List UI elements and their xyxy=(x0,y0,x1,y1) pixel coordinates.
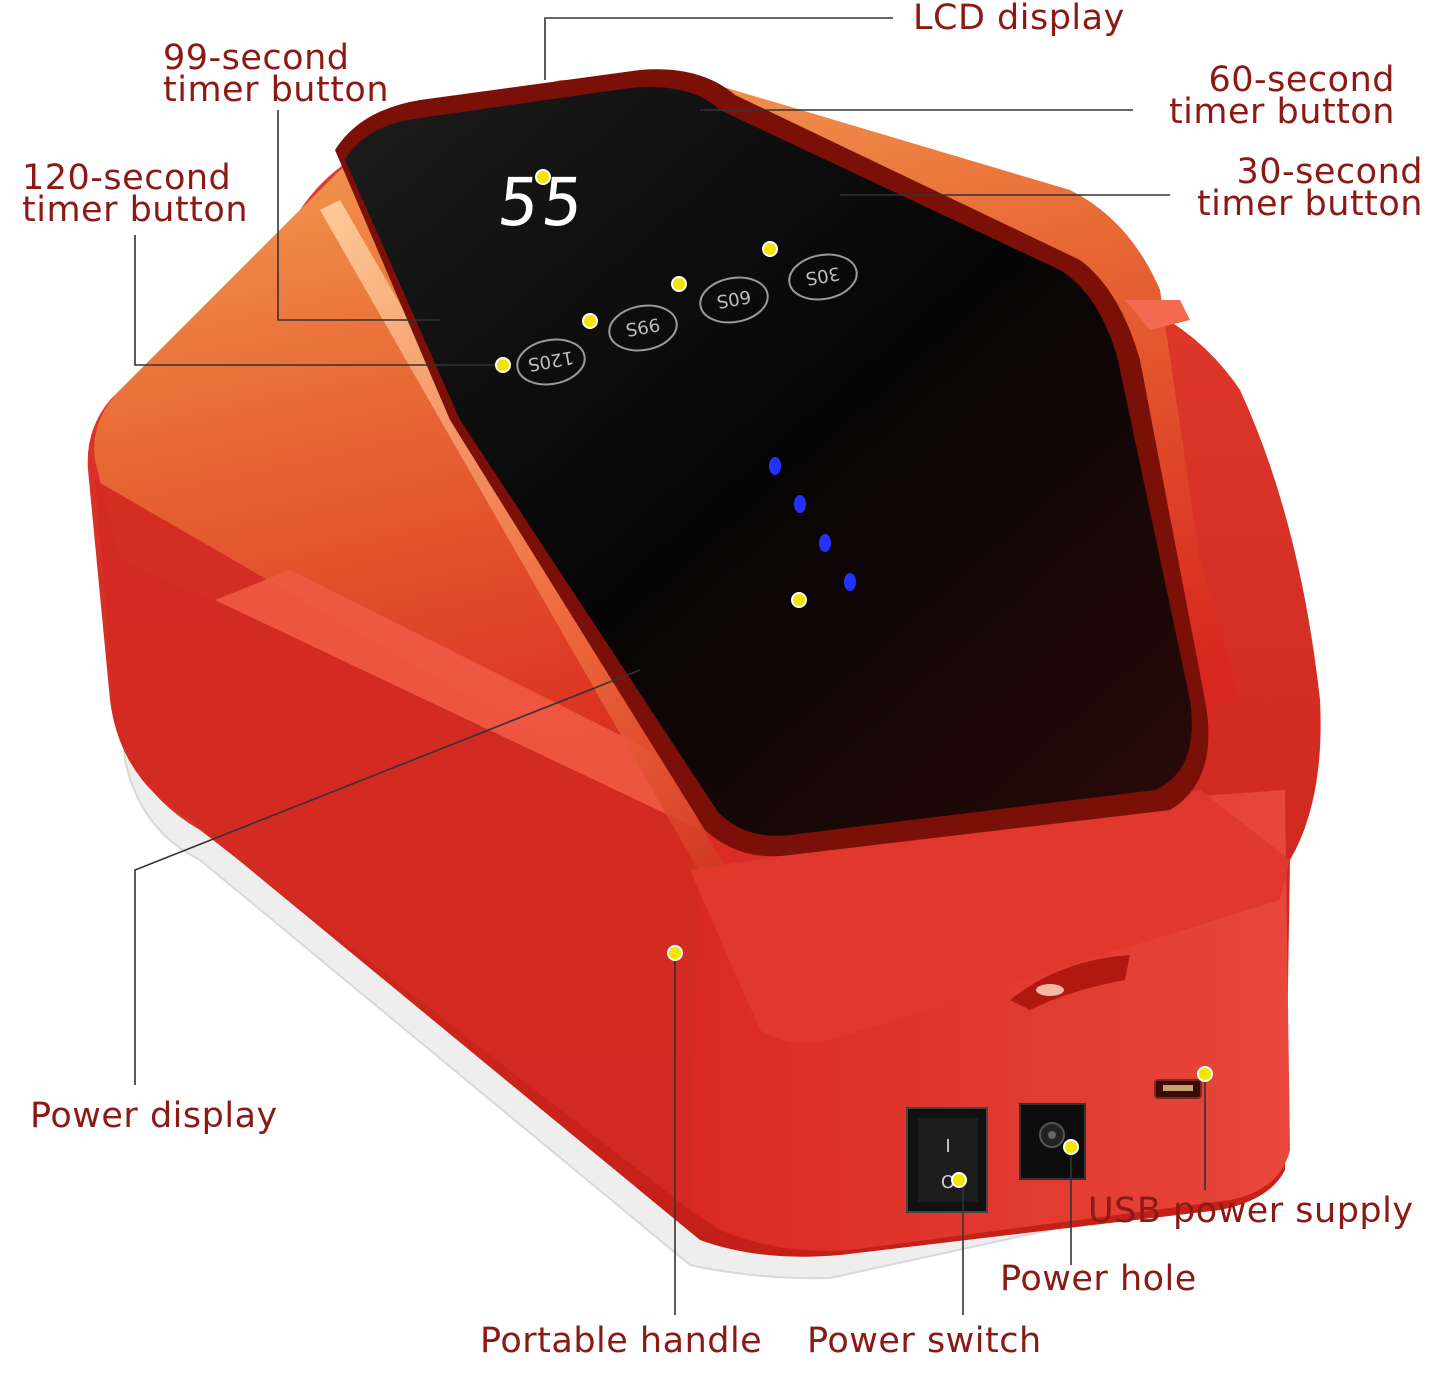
label-power-display: Power display xyxy=(30,1096,278,1136)
label-power-switch: Power switch xyxy=(807,1321,1042,1361)
power-display-leds xyxy=(769,457,856,591)
svg-text:I: I xyxy=(945,1136,950,1157)
leader-lines xyxy=(134,17,1206,1315)
label-power-hole: Power hole xyxy=(1000,1259,1197,1299)
label-30-second-timer: 30-second timer button xyxy=(1196,152,1423,224)
label-usb-power-supply: USB power supply xyxy=(1088,1191,1414,1231)
handle-ridge-left xyxy=(215,570,700,830)
label-99-second-timer: 99-second timer button xyxy=(163,38,390,110)
label-120-second-timer: 120-second timer button xyxy=(22,158,249,230)
handle-slot-shine xyxy=(1036,984,1064,996)
handle-ridge-right xyxy=(1125,300,1190,330)
power-switch[interactable]: I O xyxy=(906,1107,988,1213)
usb-port[interactable] xyxy=(1154,1079,1202,1099)
control-panel xyxy=(345,86,1192,836)
marker-dots xyxy=(495,169,1213,1188)
label-portable-handle: Portable handle xyxy=(480,1321,763,1361)
left-side xyxy=(95,480,700,1210)
label-lcd-display: LCD display xyxy=(913,0,1125,38)
handle-slot xyxy=(1010,955,1130,1010)
label-60-second-timer: 60-second timer button xyxy=(1168,60,1395,132)
front-top-panel xyxy=(690,790,1290,1044)
